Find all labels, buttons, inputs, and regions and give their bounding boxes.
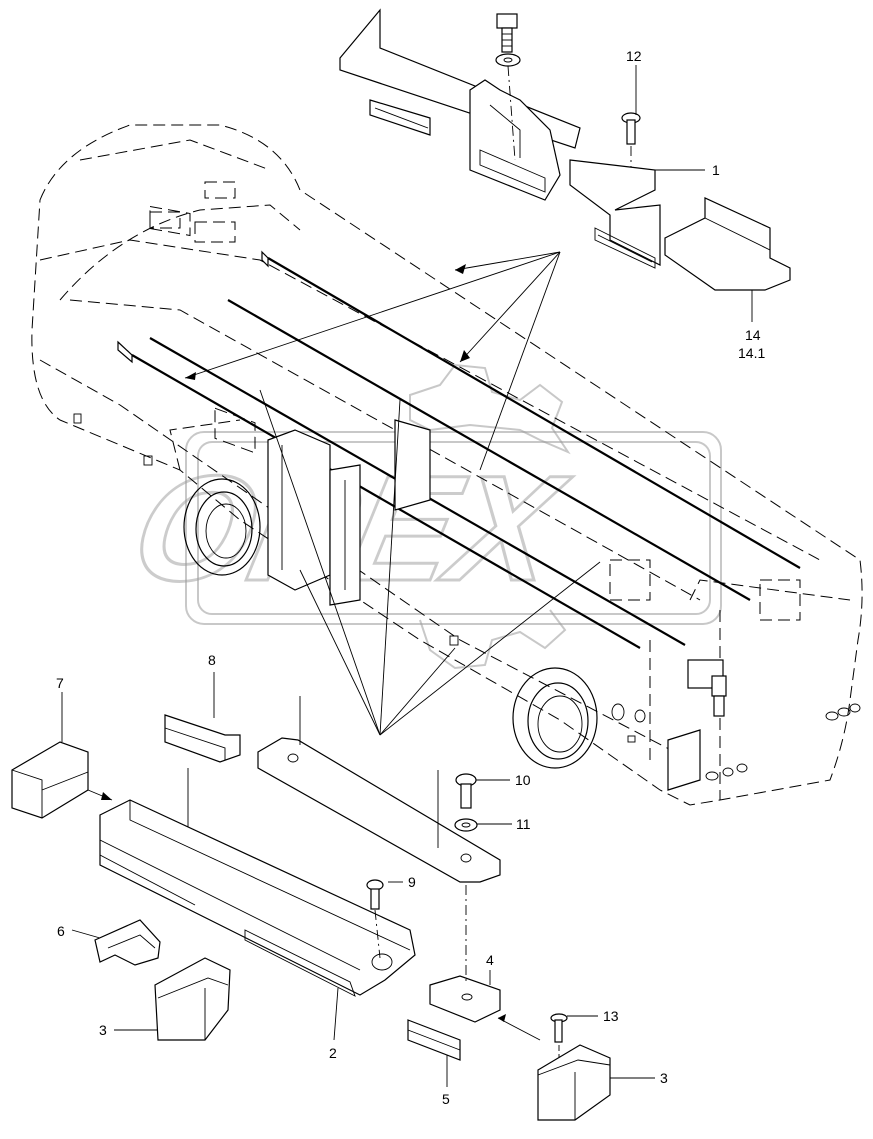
screw-13-icon (550, 1013, 568, 1043)
callout-10: 10 (515, 772, 531, 788)
callout-13: 13 (603, 1008, 619, 1024)
callout-14-1: 14.1 (738, 345, 765, 361)
callout-2: 2 (329, 1045, 337, 1061)
screw-12-icon (621, 112, 641, 145)
bolt-10-icon (455, 773, 477, 809)
washer-11-icon (454, 818, 478, 832)
callout-11: 11 (516, 816, 531, 832)
rear-mount-detail (667, 659, 727, 791)
callout-8: 8 (208, 652, 216, 668)
callout-5: 5 (442, 1091, 450, 1107)
callout-14: 14 (745, 327, 761, 343)
callout-labels: 1 2 3 3 4 5 6 7 8 9 10 11 12 13 14 14.1 (56, 48, 765, 1107)
callout-12: 12 (626, 48, 642, 64)
callout-3-left: 3 (99, 1022, 107, 1038)
callout-7: 7 (56, 675, 64, 691)
front-wheel (183, 478, 261, 576)
rear-lights (705, 703, 861, 781)
part-7 (11, 741, 89, 819)
callout-3-right: 3 (660, 1070, 668, 1086)
watermark-gear-icon (409, 363, 571, 455)
top-bracket-detail (339, 8, 791, 291)
lower-parts-detail (11, 696, 611, 1121)
part-8 (164, 714, 241, 763)
screw-9-icon (366, 879, 384, 910)
callout-9: 9 (408, 874, 416, 890)
part-2-profile (99, 799, 416, 996)
callout-4: 4 (486, 952, 494, 968)
callout-leaders (61, 65, 753, 1087)
callout-6: 6 (57, 923, 65, 939)
part-6 (94, 919, 161, 966)
hex-bolt-icon (495, 13, 521, 67)
roof-bracket-assembly (267, 419, 431, 606)
part-3-right (537, 1044, 611, 1121)
part-3-left (154, 957, 231, 1041)
callout-1: 1 (712, 162, 720, 178)
part-4-plate (429, 975, 501, 1023)
mounting-plate (257, 737, 501, 883)
rear-wheel (512, 667, 598, 769)
rail-leaders (184, 251, 601, 736)
arrow-heads (101, 264, 506, 1022)
